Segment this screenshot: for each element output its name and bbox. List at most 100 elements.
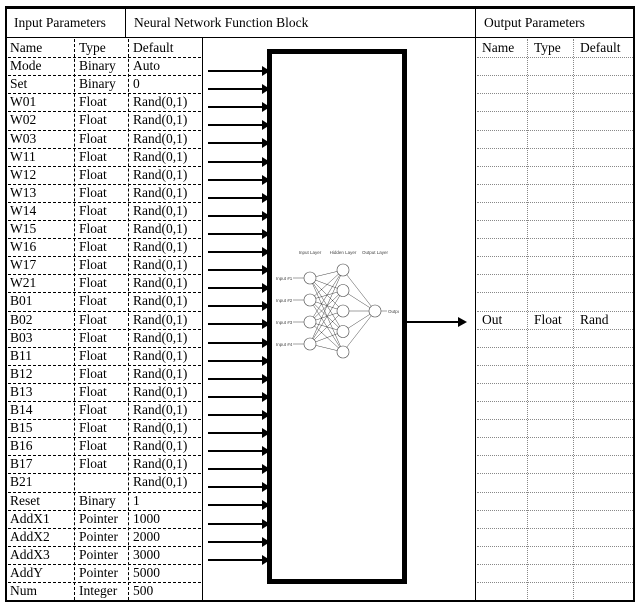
input-default-cell: Rand(0,1) xyxy=(133,112,188,128)
input-type-cell: Float xyxy=(79,383,107,399)
connection-line xyxy=(309,269,344,323)
input-type-cell: Pointer xyxy=(79,564,118,580)
input-arrow xyxy=(208,283,270,293)
row-divider xyxy=(8,256,201,257)
row-divider xyxy=(8,528,201,529)
input-column-header: Name xyxy=(10,40,43,55)
input-type-cell: Float xyxy=(79,365,107,381)
row-divider xyxy=(477,202,633,203)
row-divider xyxy=(8,111,201,112)
input-name-cell: B15 xyxy=(10,420,33,436)
input-node xyxy=(303,293,317,307)
output-arrow xyxy=(407,317,467,327)
row-divider xyxy=(8,455,201,456)
input-default-cell: Rand(0,1) xyxy=(133,202,188,218)
connection-line xyxy=(342,310,376,332)
input-name-cell: W16 xyxy=(10,239,37,255)
input-column-header: Default xyxy=(133,40,174,55)
input-arrow xyxy=(208,319,270,329)
input-parameters-header: Input Parameters xyxy=(14,15,106,30)
input-arrow xyxy=(208,66,270,76)
input-default-cell: 3000 xyxy=(133,546,160,562)
row-divider xyxy=(477,220,633,221)
input-default-cell: Rand(0,1) xyxy=(133,184,188,200)
row-divider xyxy=(477,57,633,58)
output-column-header: Name xyxy=(482,40,515,55)
row-divider xyxy=(8,582,201,583)
input-arrow xyxy=(208,102,270,112)
row-divider xyxy=(477,75,633,76)
input-arrow xyxy=(208,519,270,529)
input-default-cell: Rand(0,1) xyxy=(133,347,188,363)
row-divider xyxy=(477,93,633,94)
connection-line xyxy=(309,277,344,353)
input-default-cell: 0 xyxy=(133,76,140,92)
input-name-cell: W12 xyxy=(10,166,37,182)
input-name-cell: W21 xyxy=(10,275,37,291)
connection-line xyxy=(309,269,344,345)
input-name-cell: Mode xyxy=(10,58,42,74)
row-divider xyxy=(8,75,201,76)
row-divider xyxy=(8,311,201,312)
row-divider xyxy=(477,274,633,275)
row-divider xyxy=(8,564,201,565)
input-default-cell: Rand(0,1) xyxy=(133,420,188,436)
input-arrow xyxy=(208,410,270,420)
input-name-cell: W02 xyxy=(10,112,37,128)
input-default-cell: Rand(0,1) xyxy=(133,275,188,291)
row-divider xyxy=(477,492,633,493)
row-divider xyxy=(477,473,633,474)
input-type-cell: Binary xyxy=(79,76,116,92)
connection-line xyxy=(309,277,344,332)
neural-network-block xyxy=(267,49,407,584)
connection-line xyxy=(309,310,344,345)
output-node-label: Output xyxy=(388,309,399,314)
input-name-cell: B02 xyxy=(10,311,33,327)
input-type-cell: Pointer xyxy=(79,510,118,526)
row-divider xyxy=(477,455,633,456)
input-type-cell: Float xyxy=(79,456,107,472)
input-default-cell: Rand(0,1) xyxy=(133,257,188,273)
row-divider xyxy=(8,492,201,493)
output-column-header: Default xyxy=(580,40,621,55)
input-type-cell: Float xyxy=(79,221,107,236)
input-type-cell: Float xyxy=(79,94,107,110)
row-divider xyxy=(477,130,633,131)
row-divider xyxy=(477,546,633,547)
row-divider xyxy=(8,383,201,384)
row-divider xyxy=(477,256,633,257)
column-divider xyxy=(128,39,129,600)
input-name-cell: B13 xyxy=(10,383,33,399)
input-default-cell: Rand(0,1) xyxy=(133,221,188,236)
input-type-cell xyxy=(77,473,129,491)
input-arrow xyxy=(208,175,270,185)
input-type-cell: Binary xyxy=(79,58,116,74)
input-arrow xyxy=(208,392,270,402)
input-name-cell: W01 xyxy=(10,94,37,110)
hidden-node xyxy=(336,284,350,297)
input-type-cell: Float xyxy=(79,402,107,417)
row-divider xyxy=(8,166,201,167)
input-arrow xyxy=(208,301,270,311)
input-type-cell: Float xyxy=(79,420,107,436)
input-default-cell: Rand(0,1) xyxy=(133,130,188,146)
input-node-label: Input #4 xyxy=(276,342,293,347)
row-divider xyxy=(8,148,201,149)
column-divider xyxy=(527,39,528,599)
connection-line xyxy=(309,277,344,312)
row-divider xyxy=(477,329,633,330)
input-type-cell: Float xyxy=(79,202,107,218)
input-type-cell: Float xyxy=(79,329,107,345)
row-divider xyxy=(8,57,201,58)
input-default-cell: 500 xyxy=(133,583,154,598)
input-name-cell: Reset xyxy=(10,492,40,508)
input-arrow xyxy=(208,120,270,130)
input-column-header: Type xyxy=(79,40,106,55)
row-divider xyxy=(477,184,633,185)
row-divider xyxy=(477,401,633,402)
row-divider xyxy=(477,311,633,312)
input-node xyxy=(303,315,317,329)
input-arrow xyxy=(208,482,270,492)
